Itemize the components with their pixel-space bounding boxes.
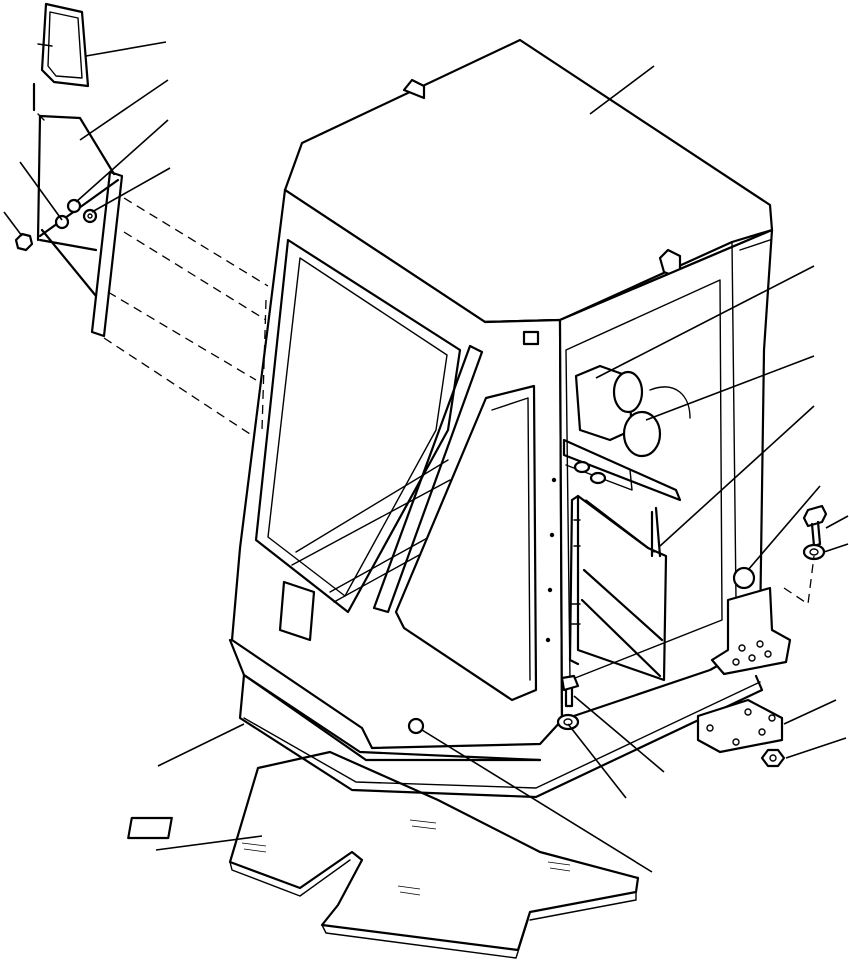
callout-leaders bbox=[3, 41, 849, 873]
washer bbox=[556, 713, 580, 731]
nut bbox=[14, 232, 34, 252]
callout-leader-heater bbox=[595, 265, 815, 379]
mirror-bracket bbox=[32, 82, 124, 338]
floor-grommet bbox=[407, 717, 425, 735]
callout-leader-heater-2 bbox=[645, 355, 815, 421]
callout-leader-washer-right bbox=[823, 543, 849, 553]
callout-leader-cab-shell bbox=[589, 65, 655, 115]
callout-leader-mirror bbox=[85, 41, 167, 57]
callout-leader-seal bbox=[157, 723, 245, 767]
rear-window-guard bbox=[568, 494, 668, 682]
rear-grommet bbox=[732, 566, 756, 590]
bolt bbox=[560, 674, 580, 708]
floor-mat-cutout bbox=[127, 816, 173, 840]
nut bbox=[54, 214, 70, 230]
callout-leader-guard bbox=[659, 405, 815, 547]
mounting-guide-lines bbox=[103, 197, 269, 435]
foot-bolt-holes bbox=[732, 640, 772, 666]
cab-shell bbox=[228, 38, 792, 762]
callout-leader-bolt-right bbox=[825, 515, 849, 529]
door-hinge-dots bbox=[545, 477, 557, 643]
callout-leader-bolt-bottom bbox=[573, 695, 665, 773]
callout-leader-grommet-bottom bbox=[421, 729, 653, 873]
front-window-frame bbox=[254, 238, 462, 614]
cab-emblem bbox=[522, 330, 540, 346]
floor-mat bbox=[127, 750, 640, 959]
bolt bbox=[802, 504, 828, 548]
lower-panel-opening bbox=[278, 580, 316, 642]
cab-mount-plate bbox=[696, 698, 784, 754]
callout-leader-plate bbox=[783, 699, 837, 725]
side-mirror bbox=[37, 2, 90, 88]
callout-leader-grommet bbox=[747, 485, 821, 571]
washer bbox=[82, 208, 98, 224]
callout-leader-washer-bottom bbox=[567, 723, 627, 799]
bolt bbox=[66, 198, 82, 214]
callout-leader-nut bbox=[19, 161, 63, 221]
heater-unit bbox=[562, 364, 691, 502]
callout-leader-washer bbox=[91, 167, 171, 213]
callout-leader-nut-right bbox=[785, 737, 847, 759]
callout-leader-bracket bbox=[79, 79, 169, 141]
roof-lifting-lug bbox=[402, 78, 426, 100]
callout-leader-floor-mat bbox=[155, 835, 263, 851]
door-window bbox=[394, 384, 538, 702]
callout-leader-bolt bbox=[75, 119, 169, 203]
callout-leader-nut-2 bbox=[3, 211, 23, 237]
nut bbox=[760, 748, 786, 768]
bolt-path bbox=[783, 555, 815, 606]
